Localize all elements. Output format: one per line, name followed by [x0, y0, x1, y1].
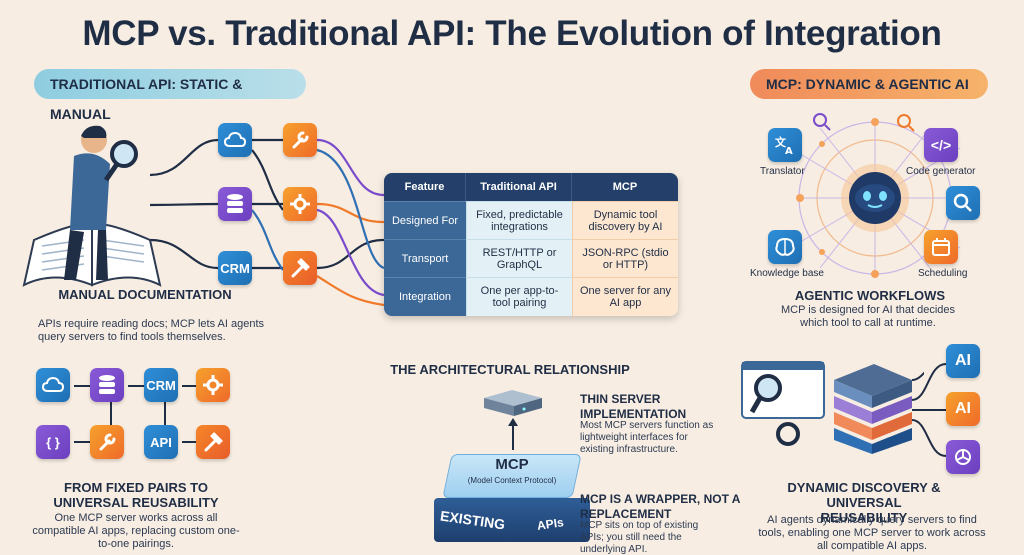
calendar-icon: [932, 238, 950, 256]
cloud-icon: [42, 377, 64, 392]
knowledge-base-tile: [768, 230, 802, 264]
thin-server-heading: THIN SERVER IMPLEMENTATION: [580, 392, 687, 421]
ai-tile-2: AI: [946, 392, 980, 426]
wrench-icon: [292, 131, 309, 149]
code-generator-tile: </>: [924, 128, 958, 162]
crm-label: CRM: [220, 260, 250, 276]
search-tile: [946, 186, 980, 220]
table-cell-traditional: Fixed, predictable integrations: [466, 201, 572, 239]
crm-tile: CRM: [218, 251, 252, 285]
api-label: API: [150, 434, 172, 450]
scheduling-tile: [924, 230, 958, 264]
hammer-tile: [196, 425, 230, 459]
discovery-heading: DYNAMIC DISCOVERY & UNIVERSAL REUSABILIT…: [787, 480, 941, 525]
hammer-icon: [291, 258, 310, 278]
openai-logo-icon: [955, 449, 971, 465]
gear-icon: [290, 194, 310, 214]
code-icon: </>: [930, 137, 952, 153]
crm-label: CRM: [146, 377, 176, 393]
thin-server-body: Most MCP servers function as lightweight…: [580, 420, 714, 455]
cloud-tile: [36, 368, 70, 402]
translator-label: Translator: [760, 166, 805, 177]
api-tile: API: [144, 425, 178, 459]
ai-tile-1: AI: [946, 344, 980, 378]
table-row-feature: Designed For: [384, 201, 466, 239]
wrapper-body: MCP sits on top of existing APIs; you st…: [580, 520, 699, 555]
agentic-workflows-body: MCP is designed for AI that decides whic…: [780, 304, 956, 329]
database-icon: [227, 194, 243, 213]
table-cell-mcp: Dynamic tool discovery by AI: [572, 201, 678, 239]
existing-apis-layer: [434, 498, 590, 542]
man-reading-book-illustration: [22, 125, 162, 287]
ai-label: AI: [955, 400, 971, 417]
cloud-icon: [224, 132, 246, 147]
fixed-pairs-body: One MCP server works across all compatib…: [32, 512, 240, 550]
table-cell-traditional: One per app-to-tool pairing: [466, 277, 572, 316]
architecture-heading: THE ARCHITECTURAL RELATIONSHIP: [390, 362, 630, 377]
thin-server-illustration: [484, 390, 542, 450]
svg-text:A: A: [785, 146, 793, 155]
openai-tile: [946, 440, 980, 474]
table-row-feature: Transport: [384, 239, 466, 277]
wrapper-heading: MCP IS A WRAPPER, NOT A REPLACEMENT: [580, 492, 741, 521]
crm-tile: CRM: [144, 368, 178, 402]
gear-icon: [203, 375, 223, 395]
agentic-network-illustration: [789, 118, 961, 278]
fixed-pairs-heading: FROM FIXED PAIRS TO UNIVERSAL REUSABILIT…: [53, 480, 219, 510]
comparison-table: Feature Traditional API MCP Designed For…: [384, 173, 678, 316]
table-cell-mcp: One server for any AI app: [572, 277, 678, 316]
cloud-tile: [218, 123, 252, 157]
scheduling-label: Scheduling: [918, 268, 968, 279]
manual-documentation-heading: MANUAL DOCUMENTATION: [58, 287, 232, 302]
database-tile: [218, 187, 252, 221]
table-header-mcp: MCP: [572, 173, 678, 201]
hammer-icon: [204, 432, 223, 452]
mcp-pill: MCP: DYNAMIC & AGENTIC AI: [750, 69, 988, 99]
page-title: MCP vs. Traditional API: The Evolution o…: [82, 14, 942, 53]
hammer-tile: [283, 251, 317, 285]
wrench-tile: [90, 425, 124, 459]
mcp-layer-label: MCP: [495, 456, 529, 473]
gear-tile: [196, 368, 230, 402]
search-icon: [953, 193, 972, 212]
magnifier-icon: [897, 114, 915, 132]
gear-tile: [283, 187, 317, 221]
traditional-api-pill: TRADITIONAL API: STATIC & MANUAL: [34, 69, 306, 122]
table-header-traditional: Traditional API: [466, 173, 572, 201]
table-cell-traditional: REST/HTTP or GraphQL: [466, 239, 572, 277]
manual-documentation-body: APIs require reading docs; MCP lets AI a…: [38, 318, 265, 343]
table-row-feature: Integration: [384, 277, 466, 316]
discovery-server-illustration: [741, 361, 924, 454]
code-generator-label: Code generator: [906, 166, 976, 177]
knowledge-base-label: Knowledge base: [750, 268, 824, 279]
braces-icon: { }: [46, 434, 60, 450]
table-header-feature: Feature: [384, 173, 466, 201]
translate-icon: 文A: [775, 135, 793, 155]
mcp-layer-sublabel: (Model Context Protocol): [467, 476, 557, 485]
agentic-workflows-heading: AGENTIC WORKFLOWS: [794, 288, 946, 303]
magnifier-icon: [813, 113, 831, 131]
wrench-icon: [99, 433, 116, 451]
discovery-body: AI agents dynamically query servers to f…: [758, 514, 986, 552]
svg-text:文: 文: [775, 135, 787, 149]
wrench-tile: [283, 123, 317, 157]
table-cell-mcp: JSON-RPC (stdio or HTTP): [572, 239, 678, 277]
ai-label: AI: [955, 352, 971, 369]
braces-tile: { }: [36, 425, 70, 459]
brain-icon: [775, 237, 795, 256]
discovery-connectors: [911, 363, 947, 457]
database-icon: [99, 375, 115, 394]
database-tile: [90, 368, 124, 402]
